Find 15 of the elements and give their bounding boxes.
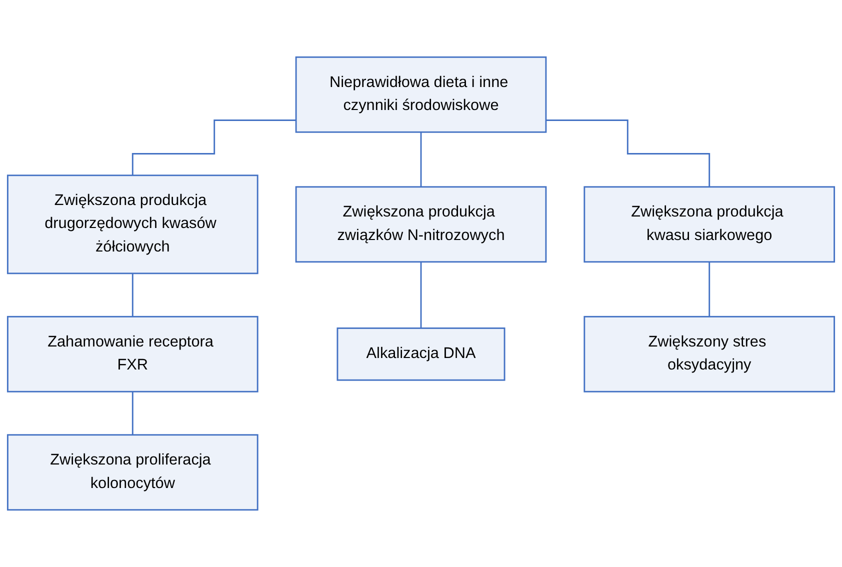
node-box: Zahamowanie receptora FXR <box>6 316 258 392</box>
node-box: Alkalizacja DNA <box>336 327 506 381</box>
connector <box>132 390 134 436</box>
node-box: Zwiększona produkcja drugorzędowych kwasów żółciowych <box>6 174 258 274</box>
node-box: Zwiększona produkcja związków N-nitrozowych <box>295 186 547 263</box>
connector <box>546 120 710 188</box>
node-box: Zwiększona proliferacja kolonocytów <box>6 434 258 511</box>
connector <box>708 261 710 318</box>
connector <box>420 261 422 329</box>
node-box: Zwiększona produkcja kwasu siarkowego <box>584 186 836 263</box>
connector <box>132 272 134 318</box>
node-box: Zwiększony stres oksydacyjny <box>584 316 836 392</box>
connector <box>132 120 296 176</box>
connector <box>420 131 422 188</box>
node-box: Nieprawidłowa dieta i inne czynniki środowiskowe <box>295 56 547 133</box>
